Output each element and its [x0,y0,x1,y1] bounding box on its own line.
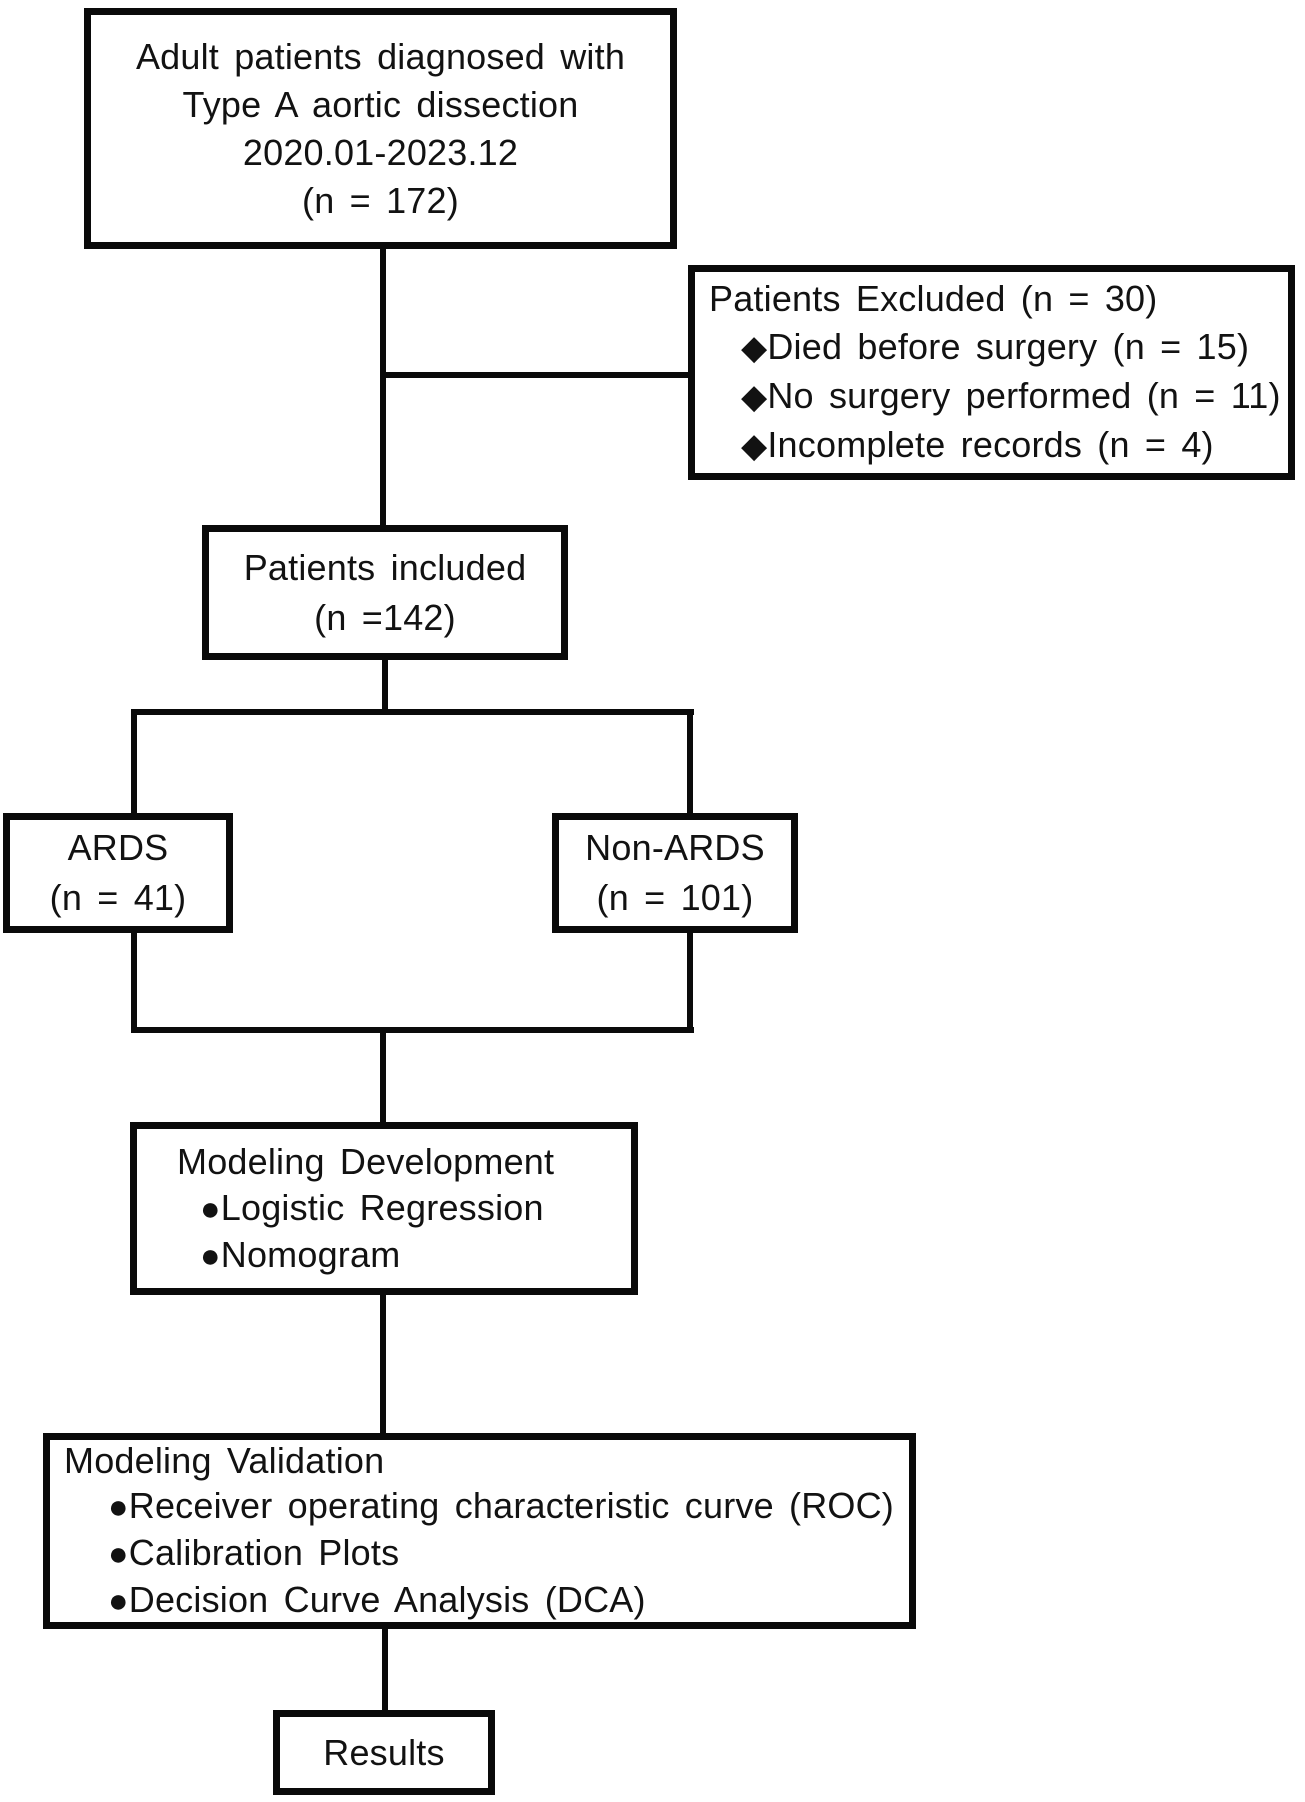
node-adult-patients-line1: Adult patients diagnosed with [135,35,626,77]
connector-branch-to-excluded [383,372,688,378]
node-patients-included: Patients included (n =142) [202,525,568,660]
modelval-item-row: ●Decision Curve Analysis (DCA) [108,1577,909,1624]
connector-split-to-non-ards [687,709,693,813]
connector-included-to-split [382,660,388,715]
modeldev-item-row: ●Logistic Regression [200,1185,631,1232]
excluded-item-row: ◆Died before surgery (n = 15) [741,323,1288,372]
node-patients-excluded-title: Patients Excluded (n = 30) [709,278,1158,319]
circle-bullet-icon: ● [200,1236,221,1275]
circle-bullet-icon: ● [200,1189,221,1228]
node-adult-patients: Adult patients diagnosed with Type A aor… [84,8,677,249]
connector-modeldev-to-modelval [380,1295,386,1433]
connector-merge-to-modeldev [380,1027,386,1122]
node-adult-patients-line3: 2020.01-2023.12 [242,131,519,173]
node-modeling-development-title: Modeling Development [177,1140,555,1182]
modelval-item-row: ●Calibration Plots [108,1530,909,1577]
node-ards-line1: ARDS [67,827,169,868]
node-patients-excluded: Patients Excluded (n = 30) ◆Died before … [688,265,1295,480]
diamond-bullet-icon: ◆ [741,378,768,416]
node-ards-line2: (n = 41) [49,877,187,918]
excluded-item-label: Incomplete records (n = 4) [767,424,1214,465]
diamond-bullet-icon: ◆ [741,427,768,465]
node-results: Results [273,1710,495,1795]
node-modeling-validation-title: Modeling Validation [64,1440,385,1481]
excluded-item-label: Died before surgery (n = 15) [767,326,1250,367]
connector-split-to-ards [131,709,137,813]
node-modeling-validation: Modeling Validation ●Receiver operating … [43,1433,916,1629]
node-modeling-development: Modeling Development ●Logistic Regressio… [130,1122,638,1295]
node-adult-patients-line4: (n = 172) [302,179,459,221]
node-results-label: Results [323,1731,445,1773]
modeldev-item-row: ●Nomogram [200,1232,631,1279]
node-adult-patients-line2: Type A aortic dissection [182,83,579,125]
diamond-bullet-icon: ◆ [741,329,768,367]
modelval-item-label: Calibration Plots [128,1532,400,1573]
connector-ards-to-merge [131,933,137,1033]
node-non-ards: Non-ARDS (n = 101) [552,813,798,933]
node-non-ards-line1: Non-ARDS [585,827,765,868]
node-patients-included-line2: (n =142) [314,596,456,638]
modelval-item-label: Receiver operating characteristic curve … [128,1485,894,1526]
modelval-item-label: Decision Curve Analysis (DCA) [128,1579,646,1620]
circle-bullet-icon: ● [108,1582,129,1620]
circle-bullet-icon: ● [108,1535,129,1573]
circle-bullet-icon: ● [108,1488,129,1526]
connector-split-horizontal [131,709,694,715]
modelval-item-row: ●Receiver operating characteristic curve… [108,1483,909,1530]
excluded-item-row: ◆No surgery performed (n = 11) [741,372,1288,421]
connector-non-ards-to-merge [687,933,693,1033]
connector-modelval-to-results [382,1629,388,1710]
connector-top-to-included [380,249,386,525]
node-patients-included-line1: Patients included [243,546,527,588]
excluded-item-row: ◆Incomplete records (n = 4) [741,421,1288,470]
node-non-ards-line2: (n = 101) [596,877,754,918]
modeldev-item-label: Nomogram [220,1233,401,1275]
modeldev-item-label: Logistic Regression [220,1186,544,1228]
node-ards: ARDS (n = 41) [3,813,233,933]
excluded-item-label: No surgery performed (n = 11) [767,375,1281,416]
connector-merge-horizontal [131,1027,694,1033]
